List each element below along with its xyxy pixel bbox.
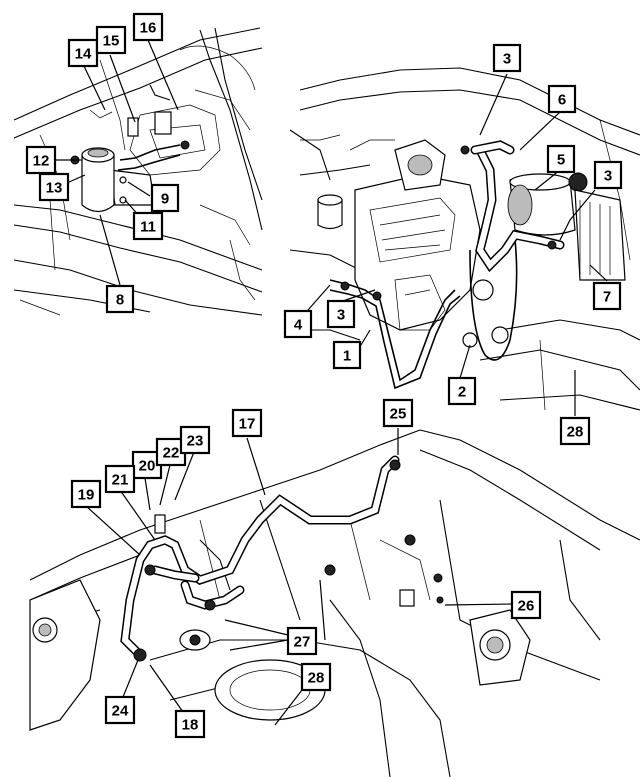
svg-text:27: 27: [294, 634, 311, 651]
view-ac-lines: [29, 429, 640, 777]
svg-text:8: 8: [116, 292, 124, 309]
svg-text:11: 11: [140, 219, 156, 236]
svg-text:3: 3: [604, 168, 612, 185]
svg-text:23: 23: [187, 433, 204, 450]
callout-23: 23: [179, 425, 211, 455]
svg-text:4: 4: [294, 317, 303, 334]
svg-text:1: 1: [343, 348, 351, 365]
callout-12: 12: [25, 145, 57, 175]
callout-3-left: 3: [326, 299, 356, 329]
svg-text:20: 20: [139, 458, 156, 475]
svg-text:2: 2: [458, 384, 466, 401]
callout-8: 8: [105, 284, 135, 314]
callout-25: 25: [382, 398, 414, 428]
view-engine-bay: [289, 67, 640, 411]
callout-3-top: 3: [492, 43, 522, 73]
callout-26: 26: [510, 590, 542, 620]
svg-text:18: 18: [182, 717, 199, 734]
svg-text:28: 28: [308, 670, 325, 687]
svg-text:24: 24: [112, 703, 129, 720]
svg-text:9: 9: [161, 191, 169, 208]
callout-1: 1: [332, 340, 362, 370]
svg-text:3: 3: [503, 51, 511, 68]
svg-text:13: 13: [46, 180, 63, 197]
svg-text:28: 28: [567, 424, 584, 441]
callout-27: 27: [286, 626, 318, 656]
svg-text:5: 5: [557, 152, 565, 169]
callout-16: 16: [132, 12, 164, 42]
svg-text:16: 16: [140, 20, 157, 37]
callout-4: 4: [283, 309, 313, 339]
callout-3-right: 3: [593, 160, 623, 190]
svg-text:14: 14: [75, 46, 92, 63]
svg-text:25: 25: [390, 406, 407, 423]
leader-lines: [55, 39, 608, 726]
callout-7: 7: [592, 281, 622, 311]
svg-text:21: 21: [112, 472, 129, 489]
svg-text:3: 3: [337, 307, 345, 324]
callout-24: 24: [104, 695, 136, 725]
callout-2: 2: [447, 376, 477, 406]
svg-text:19: 19: [78, 487, 95, 504]
callout-19: 19: [70, 479, 102, 509]
svg-text:22: 22: [163, 445, 180, 462]
svg-text:12: 12: [33, 153, 50, 170]
svg-text:6: 6: [558, 92, 566, 109]
svg-text:26: 26: [518, 598, 535, 615]
callout-17: 17: [231, 408, 263, 438]
svg-text:17: 17: [239, 416, 256, 433]
callout-14: 14: [67, 38, 99, 68]
callout-15: 15: [95, 25, 127, 55]
callout-21: 21: [104, 464, 136, 494]
callout-9: 9: [150, 183, 180, 213]
callout-5: 5: [546, 144, 576, 174]
callout-28-bottom: 28: [300, 662, 332, 692]
callout-6: 6: [547, 84, 577, 114]
svg-text:15: 15: [103, 33, 120, 50]
callout-28-top: 28: [559, 416, 591, 446]
callout-18: 18: [174, 709, 206, 739]
callout-11: 11: [132, 211, 164, 241]
callout-13: 13: [38, 172, 70, 202]
svg-text:7: 7: [603, 289, 611, 306]
